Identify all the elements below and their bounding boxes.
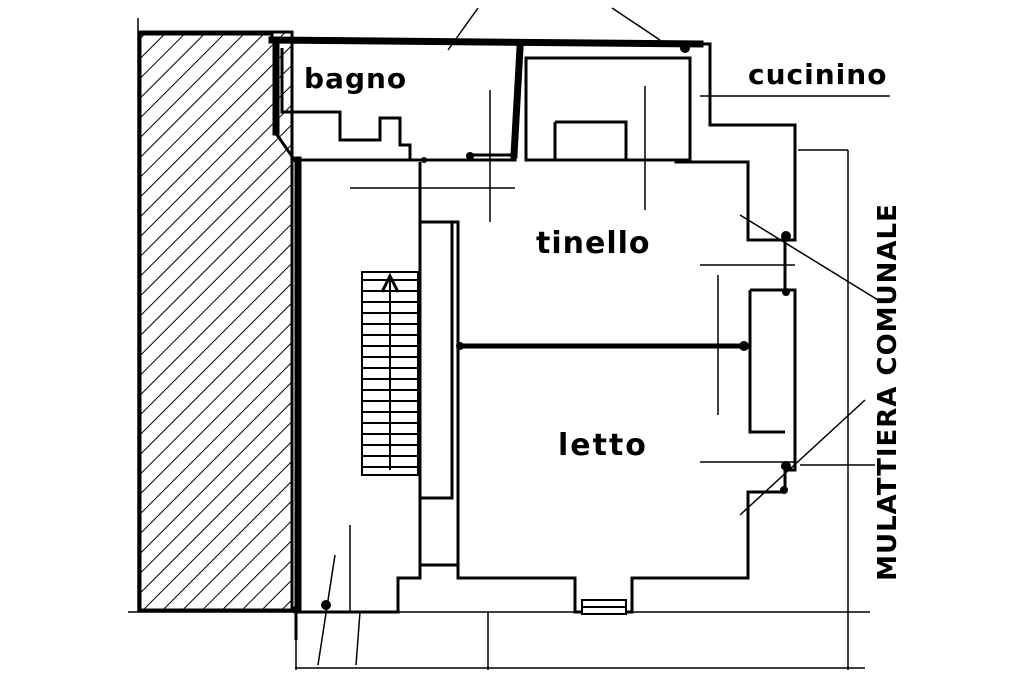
street-label-mulattiera: MULATTIERA COMUNALE: [873, 203, 903, 581]
room-label-bagno: bagno: [304, 62, 408, 95]
bagno-walls: [280, 48, 692, 162]
room-label-letto: letto: [558, 428, 648, 463]
south-window: [581, 599, 627, 615]
staircase: [361, 271, 419, 476]
thick-walls: [268, 36, 704, 614]
wall-junction-dots: [292, 43, 791, 614]
outer-walls: [140, 32, 797, 640]
interior-walls: [418, 160, 785, 578]
adjacent-building-hatch: [138, 30, 294, 612]
room-label-cucinino: cucinino: [748, 58, 888, 91]
room-label-tinello: tinello: [536, 226, 651, 261]
